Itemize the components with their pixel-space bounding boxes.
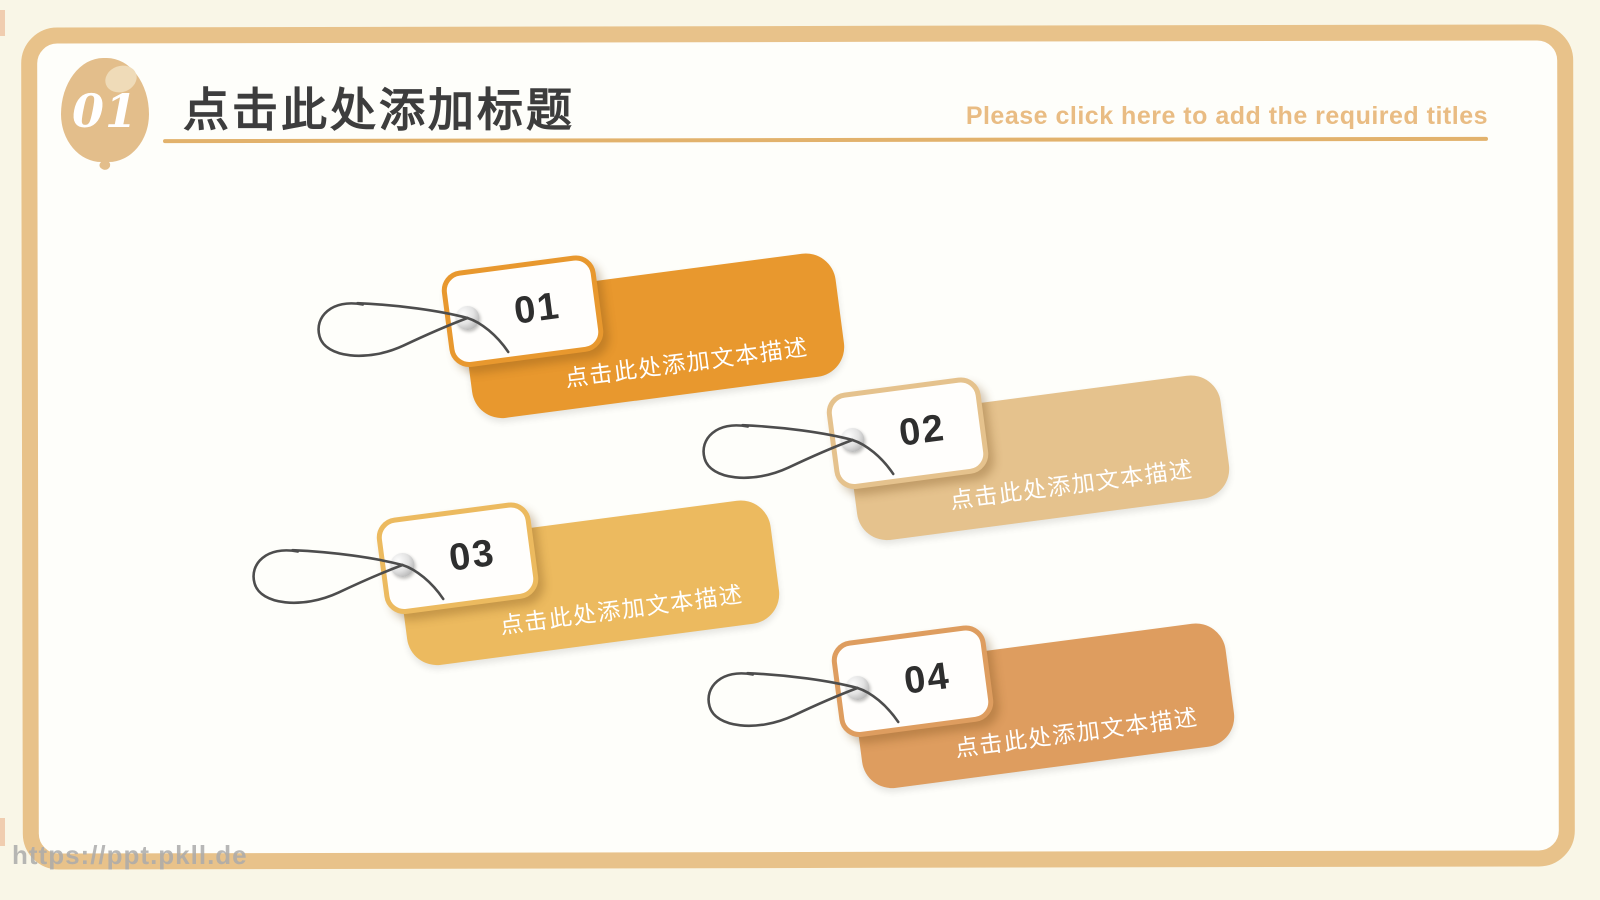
string-loop-icon <box>317 301 510 358</box>
string-loop-icon <box>702 423 895 480</box>
tag-item-01[interactable]: 点击此处添加文本描述 01 <box>305 215 861 444</box>
string-loop-icon <box>252 548 445 605</box>
watermark-url[interactable]: https://ppt.pkll.de <box>12 840 248 870</box>
page-title[interactable]: 点击此处添加标题 <box>183 84 575 136</box>
tag-item-03[interactable]: 点击此处添加文本描述 03 <box>240 462 796 691</box>
balloon-number: 01 <box>71 84 138 138</box>
edge-artifact <box>0 10 5 36</box>
string-loop-icon <box>707 671 900 728</box>
edge-artifact <box>0 818 5 846</box>
tag-item-04[interactable]: 点击此处添加文本描述 04 <box>695 585 1251 814</box>
tag-item-02[interactable]: 点击此处添加文本描述 02 <box>690 337 1246 566</box>
balloon-badge: 01 <box>61 58 149 173</box>
page-subtitle[interactable]: Please click here to add the required ti… <box>965 102 1488 130</box>
